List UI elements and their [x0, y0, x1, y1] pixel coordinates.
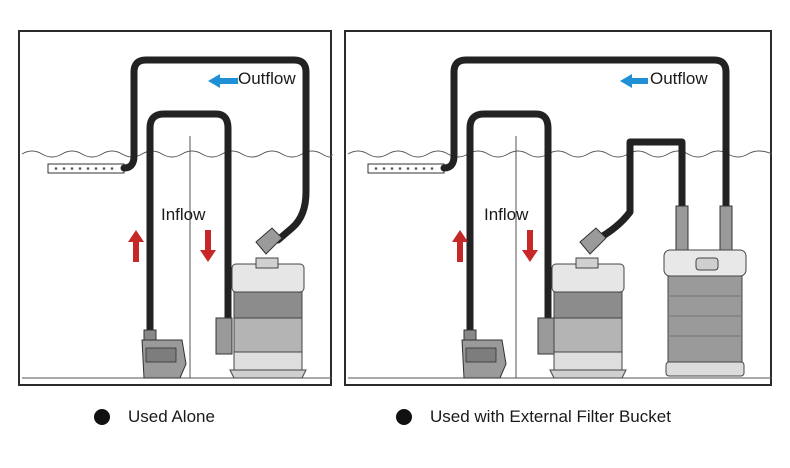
filter-canister [215, 227, 307, 379]
bullet-icon [396, 409, 412, 425]
down-arrow-icon [522, 230, 538, 262]
inflow-label: Inflow [161, 205, 206, 224]
up-arrow-icon [452, 230, 468, 262]
outflow-arrow-icon [208, 74, 238, 88]
outflow-label: Outflow [238, 69, 296, 88]
down-arrow-icon [200, 230, 216, 262]
inflow-tube [146, 110, 232, 338]
pump [141, 329, 187, 379]
pump [461, 329, 507, 379]
outflow-arrow-icon [620, 74, 648, 88]
connecting-tube [594, 138, 686, 244]
diagram-with-external-bucket [347, 56, 773, 379]
outflow-tube [120, 56, 310, 244]
caption-text: Used Alone [128, 407, 215, 426]
panel-used-alone: Outflow Inflow [18, 30, 333, 386]
water-line [347, 150, 773, 158]
panel-with-external-bucket: Outflow Inflow [344, 30, 773, 386]
inflow-tube [466, 110, 552, 338]
caption-with-external-bucket: Used with External Filter Bucket [396, 407, 671, 427]
outflow-label: Outflow [650, 69, 708, 88]
outflow-tube [440, 56, 730, 212]
external-filter-bucket [663, 205, 747, 377]
filter-canister [537, 227, 627, 379]
inflow-label: Inflow [484, 205, 529, 224]
diagram-used-alone [21, 56, 333, 379]
caption-used-alone: Used Alone [94, 407, 215, 427]
caption-text: Used with External Filter Bucket [430, 407, 671, 426]
up-arrow-icon [128, 230, 144, 262]
water-line [21, 150, 333, 158]
bullet-icon [94, 409, 110, 425]
